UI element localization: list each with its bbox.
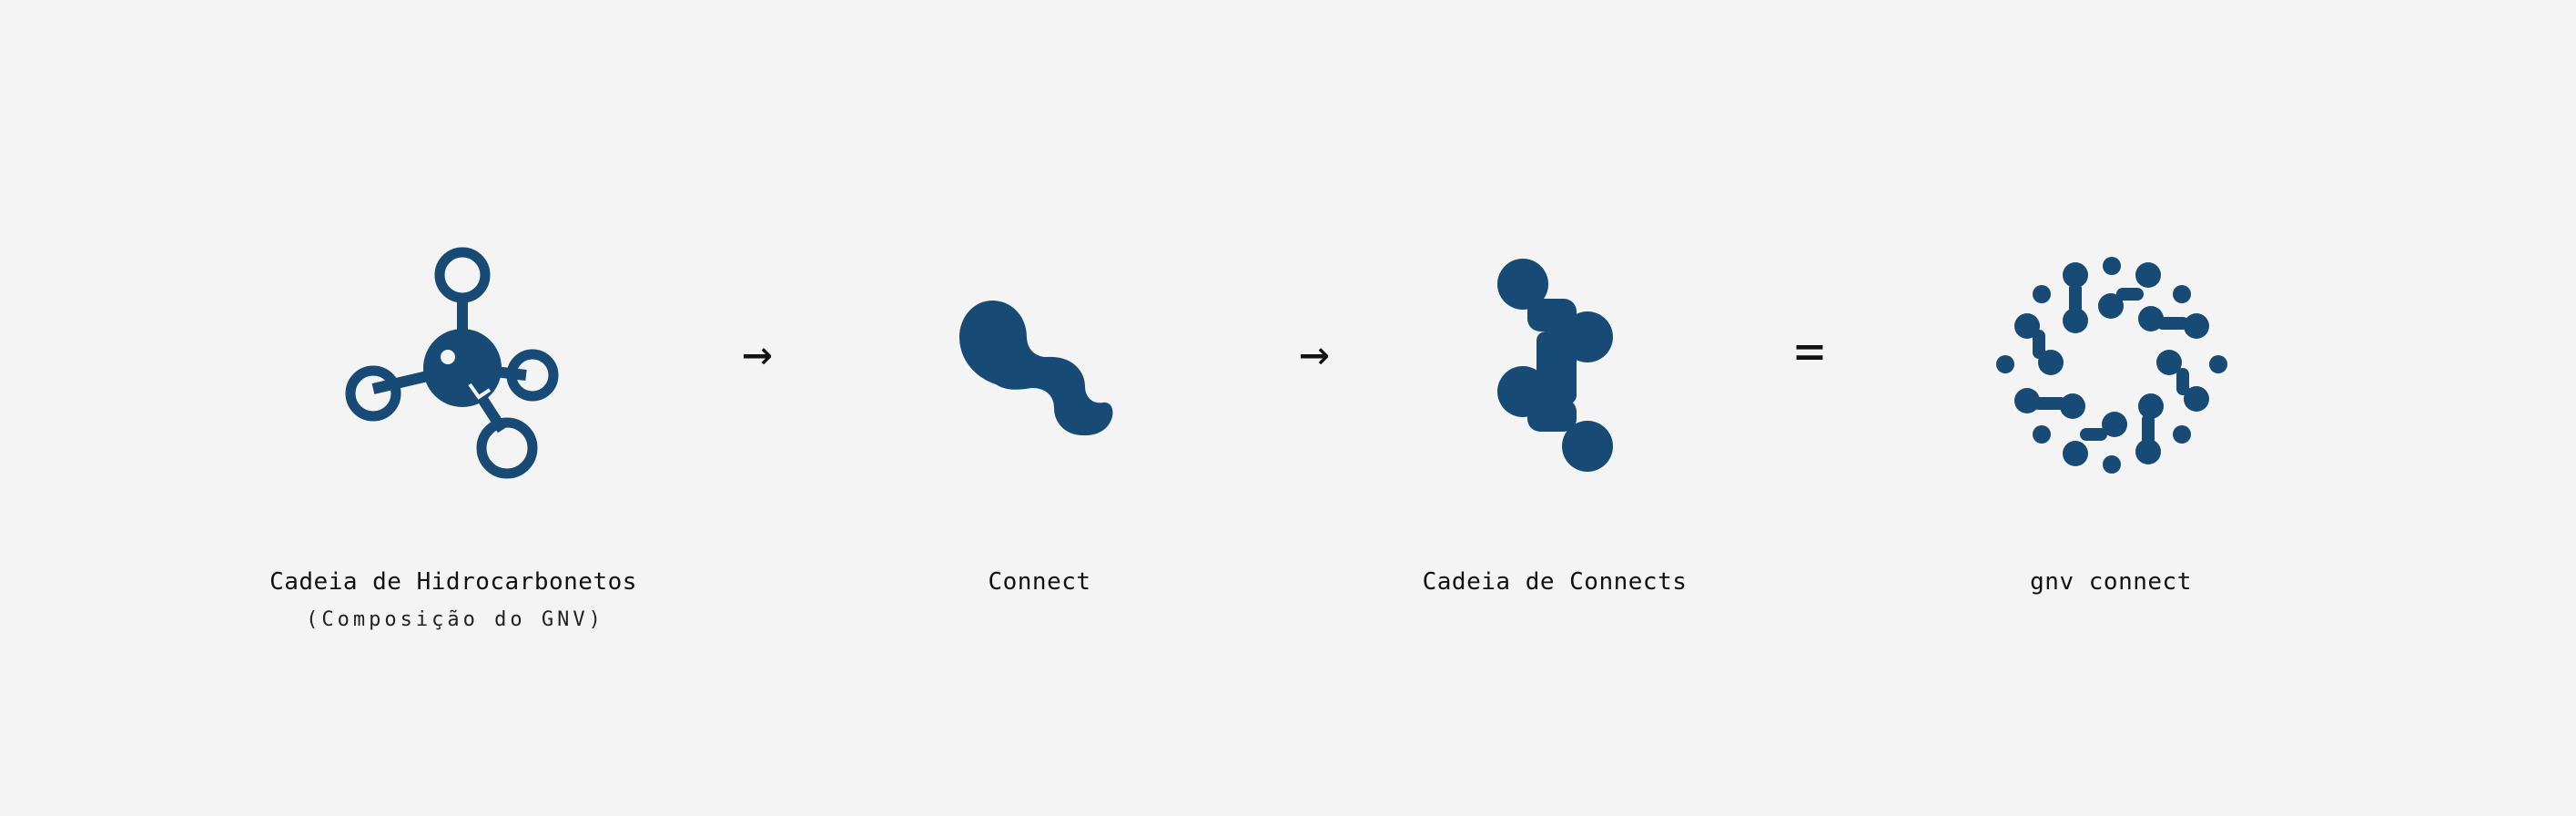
connect-icon xyxy=(959,301,1113,436)
equals-operator: = xyxy=(1794,321,1825,382)
step-label-connect: Connect xyxy=(988,568,1091,596)
connect-chain-icon xyxy=(1493,257,1620,474)
step-sublabel-gnv-composition: (Composição do GNV) xyxy=(306,608,604,631)
arrow-operator: → xyxy=(1299,323,1330,383)
arrow-operator: → xyxy=(742,323,773,383)
step-label-gnv-connect: gnv connect xyxy=(2030,568,2192,596)
molecule-icon xyxy=(345,247,559,479)
step-label-hydrocarbon-chain: Cadeia de Hidrocarbonetos xyxy=(269,568,637,596)
gnv-connect-logo-icon xyxy=(1996,257,2227,474)
step-label-connect-chain: Cadeia de Connects xyxy=(1422,568,1688,596)
